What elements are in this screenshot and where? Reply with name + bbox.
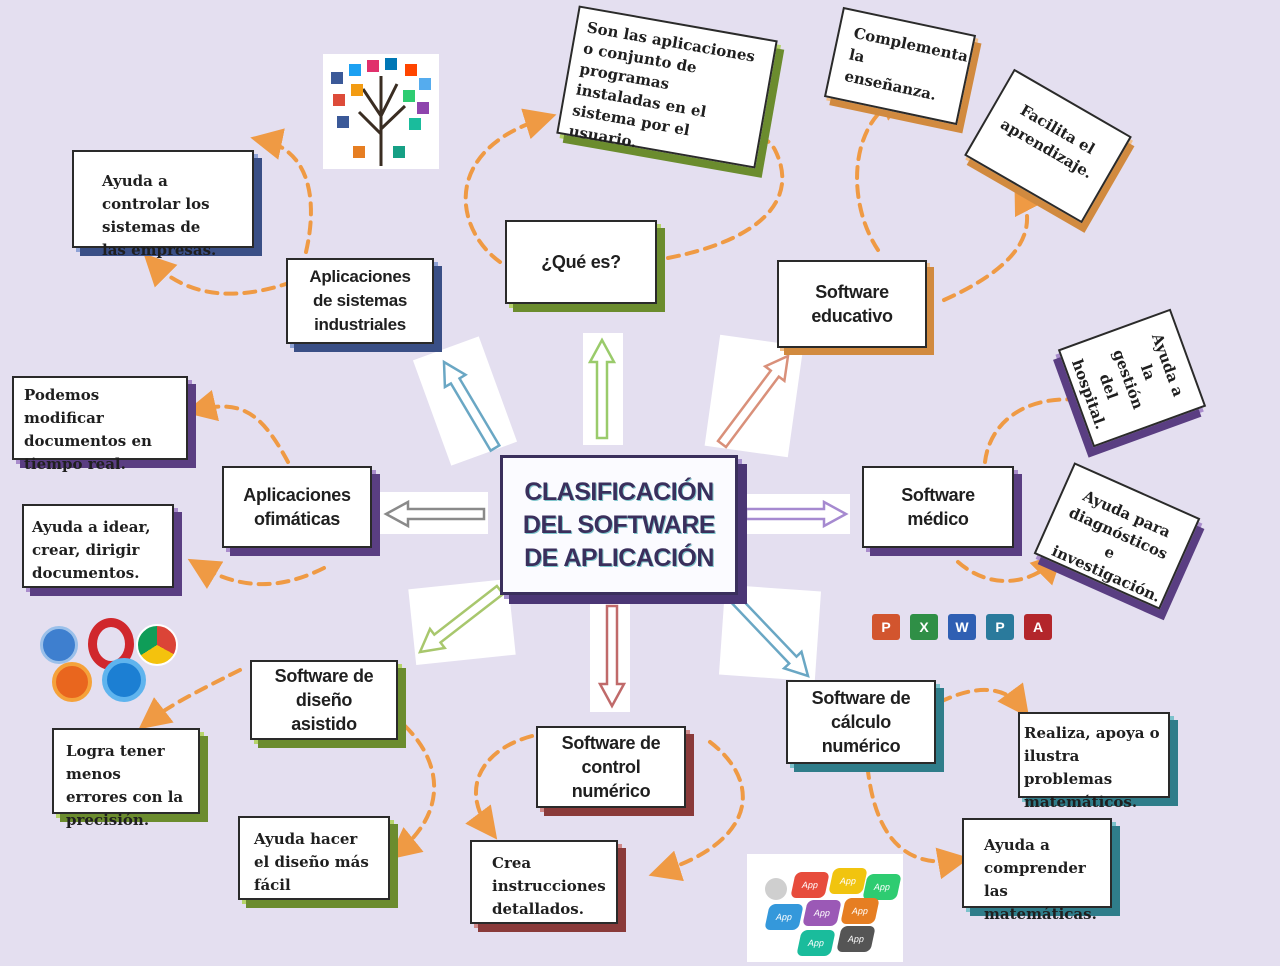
diseno-note-2: Ayuda hacer el diseño más fácil [238,816,390,900]
office-app-icon: A [1024,614,1052,640]
educativo-box: Software educativo [777,260,927,348]
control-title: Software de control numérico [561,733,661,801]
diseno-note-1-text: Logra tener menos errores con la precisi… [66,742,184,829]
arrow-right-card [742,494,850,534]
firefox-icon [52,662,92,702]
calculo-note-2: Ayuda a comprender las matemáticas. [962,818,1112,923]
arrow-industrial-card [412,336,518,466]
medico-note-1: Ayuda a la gestión del hospital. [1057,308,1207,448]
app-key-icon: App [796,930,836,956]
connector-educativo-note2 [942,181,1044,302]
medico-note-2: Ayuda para diagnósticos e investigación. [1033,462,1201,610]
calculo-box: Software de cálculo numérico [786,680,936,764]
diseno-title: Software de diseño asistido [274,666,374,734]
ofimaticas-title: Aplicaciones ofimáticas [243,485,351,529]
control-note-1-text: Crea instrucciones detallados. [492,854,606,918]
connector-diseno-note2 [388,724,437,860]
safari-icon [40,626,78,664]
medico-box: Software médico [862,466,1014,548]
arrow-left-card [380,492,488,534]
arrow-up-card [583,333,623,445]
social-media-tree-icon [323,54,439,169]
calculo-note-1-text: Realiza, apoya o ilustra problemas matem… [1024,724,1160,811]
connector-ofimaticas-note2 [187,558,326,589]
central-title: CLASIFICACIÓN DEL SOFTWARE DE APLICACIÓN [522,477,716,572]
industriales-note-1: Ayuda a controlar los sistemas de las em… [72,150,254,259]
educativo-note-1-text: Complementa la enseñanza. [842,23,970,104]
arrow-down-card [590,600,630,712]
office-app-icon: W [948,614,976,640]
internet-explorer-icon [102,658,146,702]
control-box: Software de control numérico [536,726,686,808]
ofimaticas-note-1-text: Podemos modificar documentos en tiempo r… [24,386,152,473]
industriales-title: Aplicaciones de sistemas industriales [309,267,411,334]
app-key-icon: App [802,900,842,926]
app-key-icon: App [836,926,876,952]
central-topic: CLASIFICACIÓN DEL SOFTWARE DE APLICACIÓN [500,455,738,595]
app-key-icon: App [862,874,902,900]
industriales-box: Aplicaciones de sistemas industriales [286,258,434,344]
connector-industriales-note1-bottom [143,253,294,296]
app-key-icon: App [764,904,804,930]
educativo-note-2-text: Facilita el aprendizaje. [997,101,1098,183]
ofimaticas-note-2: Ayuda a idear, crear, dirigir documentos… [22,504,174,588]
app-key-icon: App [828,868,868,894]
diseno-box: Software de diseño asistido [250,660,398,740]
que-es-title: ¿Qué es? [541,252,621,272]
connector-control-note1-left [465,734,534,840]
office-app-icon: P [872,614,900,640]
figure-head-icon [765,878,787,900]
calculo-note-1: Realiza, apoya o ilustra problemas matem… [1018,712,1170,811]
office-app-icon: P [986,614,1014,640]
app-key-icon: App [840,898,880,924]
medico-note-1-text: Ayuda a la gestión del hospital. [1068,331,1188,432]
chrome-icon [136,624,178,666]
definition-box: Son las aplicaciones o conjunto de progr… [556,5,778,169]
ofimaticas-note-1: Podemos modificar documentos en tiempo r… [12,376,188,473]
connector-industriales-note1-top [250,128,313,254]
arrow-calculo-card [718,584,822,682]
ofimaticas-note-2-text: Ayuda a idear, crear, dirigir documentos… [32,518,151,582]
educativo-note-1: Complementa la enseñanza. [823,6,977,126]
connector-educativo-note1 [855,91,911,252]
educativo-title: Software educativo [811,282,893,326]
diseno-note-2-text: Ayuda hacer el diseño más fácil [254,830,369,894]
industriales-note-1-text: Ayuda a controlar los sistemas de las em… [102,172,217,259]
calculo-title: Software de cálculo numérico [811,688,911,756]
medico-note-2-text: Ayuda para diagnósticos e investigación. [1049,486,1174,606]
connector-calculo-note1 [938,682,1030,718]
educativo-note-2: Facilita el aprendizaje. [964,68,1132,224]
definition-text: Son las aplicaciones o conjunto de progr… [567,18,757,152]
browser-logos-icon [38,618,180,706]
diseno-note-1: Logra tener menos errores con la precisi… [52,728,200,829]
medico-title: Software médico [901,485,975,529]
arrow-educativo-card [704,334,804,458]
connector-calculo-note2 [864,746,970,880]
connector-medico-note2 [956,551,1064,586]
ofimaticas-box: Aplicaciones ofimáticas [222,466,372,548]
calculo-note-2-text: Ayuda a comprender las matemáticas. [984,836,1097,923]
control-note-1: Crea instrucciones detallados. [470,840,618,924]
connector-ofimaticas-note1 [184,389,290,464]
office-app-icon: X [910,614,938,640]
que-es-box: ¿Qué es? [505,220,657,304]
app-key-icon: App [790,872,830,898]
